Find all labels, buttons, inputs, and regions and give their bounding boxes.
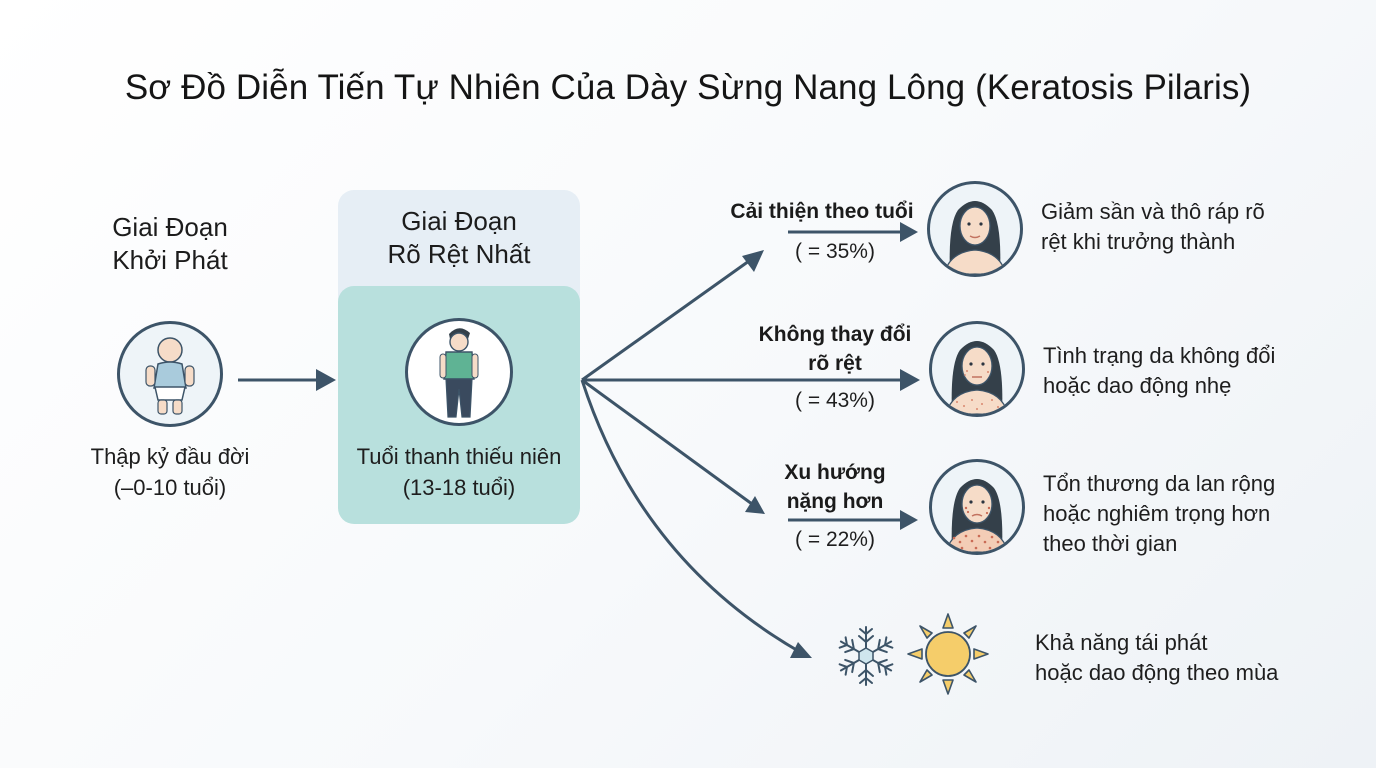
clear-skin-face-icon (927, 181, 1023, 277)
outcome-unchanged-percent: ( = 43%) (795, 389, 875, 412)
outcome-improve-desc-line2: rệt khi trưởng thành (1041, 229, 1236, 254)
outcome-worse-label-line2: nặng hơn (786, 490, 884, 513)
diagram-title: Sơ Đồ Diễn Tiến Tự Nhiên Của Dày Sừng Na… (124, 68, 1252, 107)
onset-caption-line1: Thập kỷ đầu đời (90, 444, 250, 469)
onset-caption-line2: (–0-10 tuổi) (113, 475, 227, 500)
mild-bumps-face-icon (929, 321, 1025, 417)
short-arrow-worse (788, 510, 918, 530)
outcome-improve-desc-line1: Giảm sần và thô ráp rõ (1041, 199, 1265, 224)
peak-stage-title: Giai Đoạn Rõ Rệt Nhất (338, 205, 580, 271)
severe-bumps-face-icon (929, 459, 1025, 555)
outcome-unchanged-desc-line2: hoặc dao động nhẹ (1043, 373, 1232, 398)
outcome-improve-label-line1: Cải thiện theo tuổi (730, 200, 914, 223)
arrow-to-worse (581, 378, 765, 514)
arrow-to-improve (581, 250, 764, 382)
sun-icon (907, 613, 989, 695)
teenager-icon (405, 318, 513, 426)
outcome-unchanged-desc-line1: Tình trạng da không đổi (1043, 343, 1276, 368)
outcome-worse-description: Tổn thương da lan rộng hoặc nghiêm trọng… (1043, 469, 1343, 559)
outcome-improve-description: Giảm sần và thô ráp rõ rệt khi trưởng th… (1041, 197, 1341, 257)
snowflake-icon (836, 626, 896, 686)
onset-caption: Thập kỷ đầu đời (–0-10 tuổi) (60, 441, 280, 503)
outcome-improve-percent: ( = 35%) (795, 240, 875, 263)
arrow-onset-to-peak (238, 369, 336, 391)
onset-title-line1: Giai Đoạn (112, 212, 228, 242)
peak-caption: Tuổi thanh thiếu niên (13-18 tuổi) (338, 441, 580, 503)
peak-title-line1: Giai Đoạn (401, 206, 517, 236)
arrow-to-unchanged (582, 369, 920, 391)
outcome-worse-desc-line2: hoặc nghiêm trọng hơn (1043, 501, 1271, 526)
onset-title-line2: Khởi Phát (112, 245, 228, 275)
outcome-worse-desc-line1: Tổn thương da lan rộng (1043, 471, 1276, 496)
outcome-unchanged-label-line2: rõ rệt (808, 352, 862, 375)
peak-caption-line1: Tuổi thanh thiếu niên (356, 444, 562, 469)
outcome-unchanged-label-line1: Không thay đổi (758, 323, 912, 346)
baby-icon (117, 321, 223, 427)
seasonal-desc-line2: hoặc dao động theo mùa (1035, 660, 1279, 685)
peak-title-line2: Rõ Rệt Nhất (387, 239, 531, 269)
seasonal-desc-line1: Khả năng tái phát (1035, 630, 1208, 655)
onset-stage-title: Giai Đoạn Khởi Phát (90, 211, 250, 277)
outcome-unchanged-description: Tình trạng da không đổi hoặc dao động nh… (1043, 341, 1343, 401)
short-arrow-improve (788, 222, 918, 242)
outcome-worse-desc-line3: theo thời gian (1043, 531, 1178, 556)
outcome-worse-label: Xu hướng nặng hơn (760, 458, 910, 516)
seasonal-description: Khả năng tái phát hoặc dao động theo mùa (1035, 628, 1355, 688)
outcome-unchanged-label: Không thay đổi rõ rệt (730, 320, 940, 378)
outcome-worse-percent: ( = 22%) (795, 528, 875, 551)
peak-caption-line2: (13-18 tuổi) (402, 475, 516, 500)
outcome-improve-label: Cải thiện theo tuổi (712, 197, 932, 226)
outcome-worse-label-line1: Xu hướng (784, 461, 886, 484)
arrow-to-seasonal (580, 379, 812, 658)
